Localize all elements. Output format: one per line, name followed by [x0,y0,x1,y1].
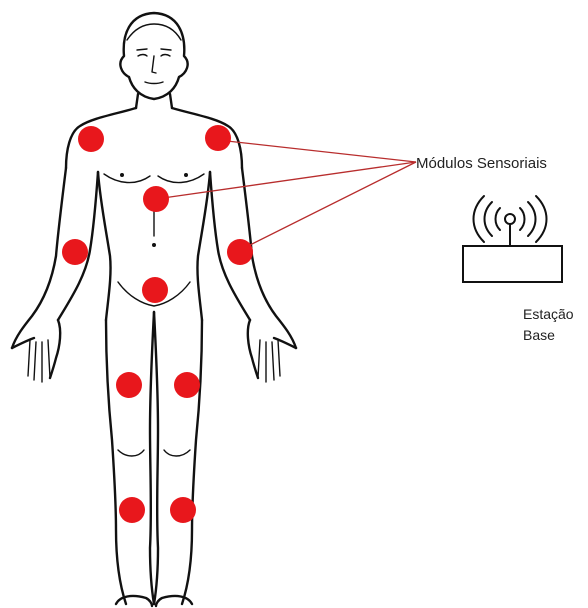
sensor-dot-left-shin [119,497,145,523]
leader-line-elbow [240,162,416,250]
sensor-dot-abdomen [142,277,168,303]
base-station-label-line2: Base [523,327,555,343]
radio-waves-antenna-icon [474,196,547,246]
leader-lines [156,140,416,250]
sensor-dot-right-shin [170,497,196,523]
sensor-dot-right-elbow [227,239,253,265]
base-station-icon [463,196,562,282]
sensor-dot-left-shoulder [78,126,104,152]
leader-line-shoulder [218,140,416,162]
human-body-outline [12,13,296,606]
leader-line-chest [156,162,416,199]
sensor-modules-label: Módulos Sensoriais [416,155,547,172]
sensor-dot-right-thigh [174,372,200,398]
sensor-dot-right-shoulder [205,125,231,151]
sensor-dot-chest [143,186,169,212]
sensor-dot-left-elbow [62,239,88,265]
base-station-label-line1: Estação [523,306,574,322]
sensor-dot-left-thigh [116,372,142,398]
base-station-box [463,246,562,282]
